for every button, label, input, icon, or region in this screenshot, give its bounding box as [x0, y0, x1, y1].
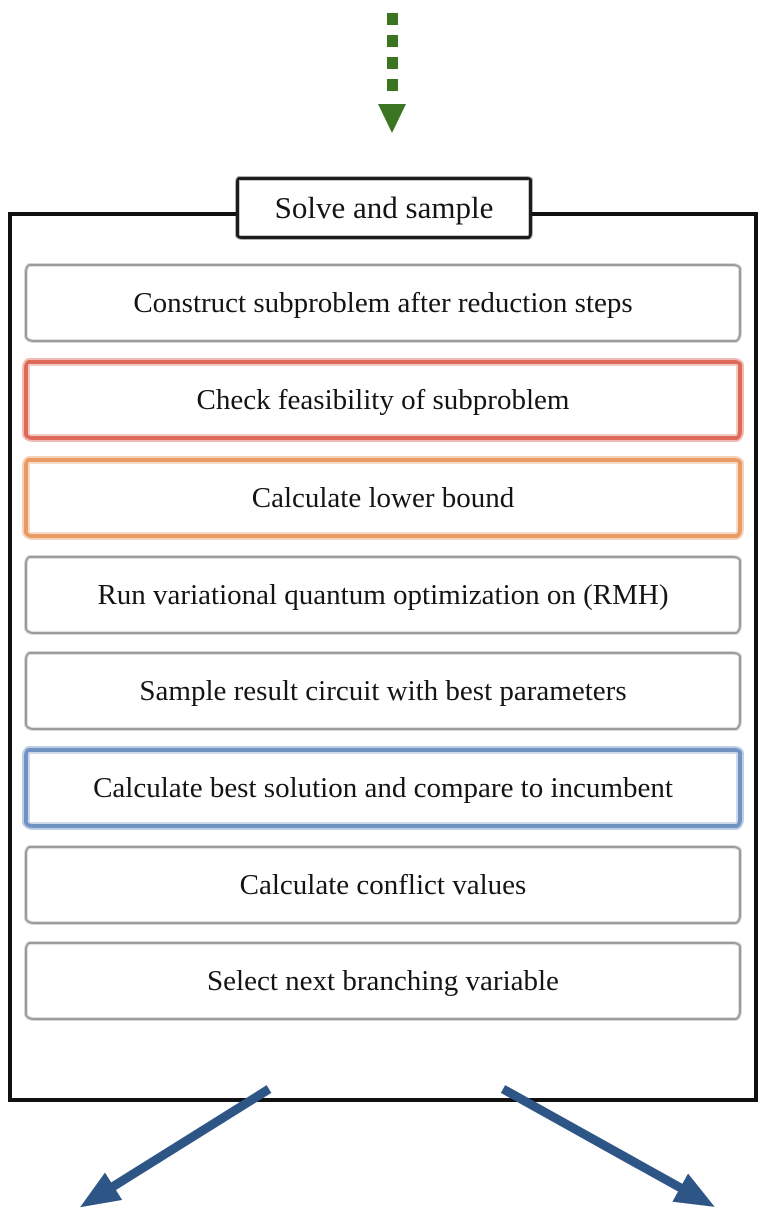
step-construct-subproblem: Construct subproblem after reduction ste… [25, 264, 741, 342]
step-label: Calculate best solution and compare to i… [93, 771, 673, 804]
incoming-dashed-arrow-line [387, 13, 398, 97]
step-check-feasibility: Check feasibility of subproblem [24, 360, 742, 440]
solve-and-sample-group: Construct subproblem after reduction ste… [8, 212, 758, 1102]
step-label: Calculate lower bound [251, 481, 515, 514]
step-label: Run variational quantum optimization on … [97, 578, 669, 611]
step-label: Check feasibility of subproblem [196, 383, 570, 416]
step-sample-result-circuit: Sample result circuit with best paramete… [25, 652, 741, 730]
branch-left-arrow [80, 1085, 272, 1208]
branch-right-arrow [500, 1085, 715, 1207]
step-label: Calculate conflict values [239, 868, 527, 901]
step-label: Select next branching variable [207, 964, 559, 997]
step-run-variational-quantum-optimization: Run variational quantum optimization on … [25, 556, 741, 634]
branch-arrows [80, 1085, 715, 1208]
step-calculate-best-solution: Calculate best solution and compare to i… [24, 748, 742, 828]
step-label: Sample result circuit with best paramete… [139, 674, 627, 707]
step-calculate-conflict-values: Calculate conflict values [25, 846, 741, 924]
step-select-next-branching-variable: Select next branching variable [25, 942, 741, 1020]
step-calculate-lower-bound: Calculate lower bound [24, 458, 742, 538]
solve-and-sample-title: Solve and sample [236, 177, 532, 239]
incoming-dashed-arrow-head-icon [378, 104, 406, 133]
step-label: Construct subproblem after reduction ste… [133, 286, 633, 319]
page-title: Solve and sample [274, 190, 494, 225]
